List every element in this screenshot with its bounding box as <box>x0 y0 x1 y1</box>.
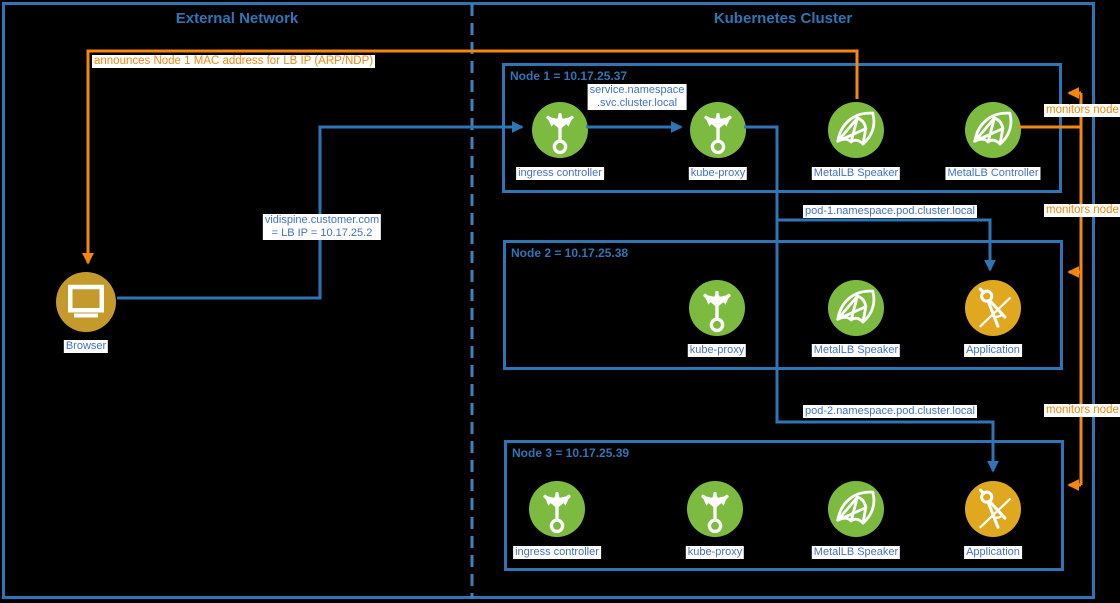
browser-icon <box>56 272 116 332</box>
diagram-border <box>2 2 1095 599</box>
node-1-title: Node 1 = 10.17.25.37 <box>510 69 628 83</box>
metallb-controller-icon <box>965 102 1021 158</box>
external-network-title: External Network <box>175 10 299 27</box>
metallb-speaker-icon <box>828 102 884 158</box>
service-dns-line1: service.namespace <box>589 84 685 96</box>
monitors-node1-label: monitors node <box>1044 104 1120 117</box>
node-1-box: Node 1 = 10.17.25.37 ingress controller <box>502 63 1062 193</box>
ingress-controller-label: ingress controller <box>513 546 601 559</box>
service-dns-line2: .svc.cluster.local <box>596 97 678 109</box>
application-label: Application <box>964 344 1022 357</box>
pod1-dns-label: pod-1.namespace.pod.cluster.local <box>803 205 977 218</box>
browser-label: Browser <box>63 340 109 353</box>
ingress-controller-label: ingress controller <box>516 167 604 180</box>
kube-proxy-label: kube-proxy <box>687 344 747 357</box>
metallb-speaker-label: MetalLB Speaker <box>811 546 901 559</box>
application-icon <box>965 481 1021 537</box>
node-2-title: Node 2 = 10.17.25.38 <box>511 246 629 260</box>
kube-proxy-label: kube-proxy <box>685 546 745 559</box>
metallb-controller-label: MetalLB Controller <box>945 167 1041 180</box>
metallb-speaker-label: MetalLB Speaker <box>811 344 901 357</box>
metallb-speaker-label: MetalLB Speaker <box>811 167 901 180</box>
node-2-box: Node 2 = 10.17.25.38 kube-proxy <box>503 240 1063 370</box>
kube-proxy-label: kube-proxy <box>688 167 748 180</box>
ingress-controller-icon <box>532 102 588 158</box>
kube-proxy-icon <box>689 280 745 336</box>
metallb-speaker-icon <box>828 280 884 336</box>
application-label: Application <box>964 546 1022 559</box>
node-3-box: Node 3 = 10.17.25.39 ingress controller <box>504 440 1064 571</box>
vidispine-dns-line2: = LB IP = 10.17.25.2 <box>271 227 373 239</box>
application-icon <box>965 280 1021 336</box>
kube-proxy-icon <box>690 102 746 158</box>
vidispine-dns-label: vidispine.customer.com = LB IP = 10.17.2… <box>262 214 382 240</box>
metallb-speaker-icon <box>828 481 884 537</box>
vidispine-dns-line1: vidispine.customer.com <box>264 214 380 226</box>
pod2-dns-label: pod-2.namespace.pod.cluster.local <box>803 405 977 418</box>
service-dns-label: service.namespace .svc.cluster.local <box>587 84 687 110</box>
node-3-title: Node 3 = 10.17.25.39 <box>512 446 630 460</box>
kube-proxy-icon <box>687 481 743 537</box>
ingress-controller-icon <box>529 481 585 537</box>
announce-label: announces Node 1 MAC address for LB IP (… <box>92 55 376 68</box>
kubernetes-cluster-title: Kubernetes Cluster <box>713 10 853 27</box>
monitors-node3-label: monitors node <box>1044 404 1120 417</box>
monitors-node2-label: monitors node <box>1044 204 1120 217</box>
